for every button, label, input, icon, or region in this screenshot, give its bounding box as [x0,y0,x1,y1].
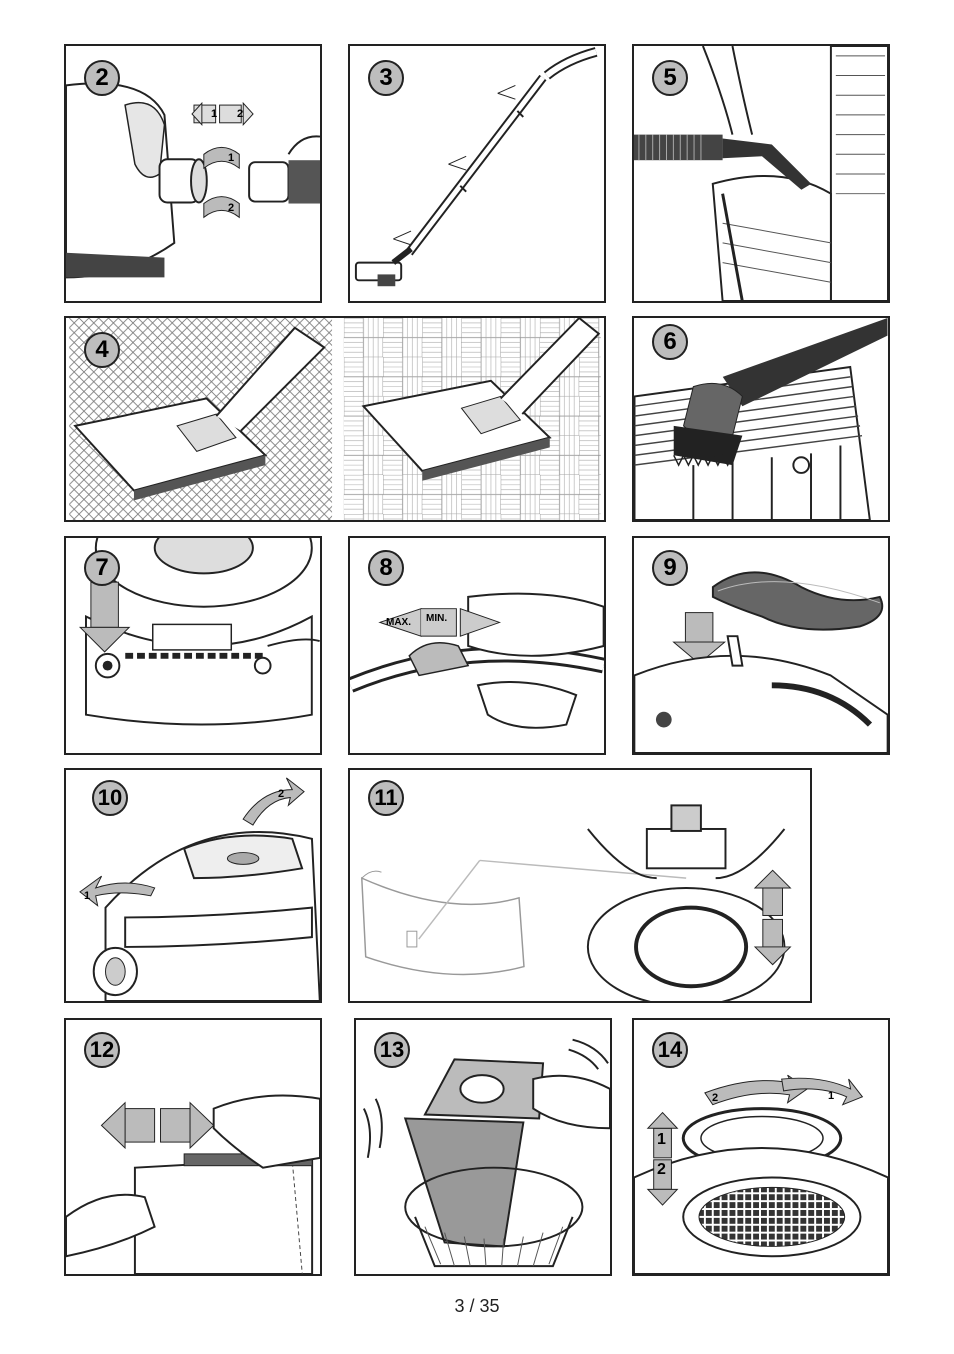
dust-bag-holder-slide-illustration [66,1094,320,1274]
min-label: MIN. [426,613,448,624]
page-number: 3 / 35 [454,1296,500,1316]
arrow-label-2: 2 [237,108,244,120]
step-number-badge: 14 [652,1032,688,1068]
rotate-label-1: 1 [828,1090,835,1102]
step-number-badge: 5 [652,60,688,96]
step-number-badge: 10 [92,780,128,816]
lift-label-2: 2 [657,1161,666,1178]
step-number-badge: 3 [368,60,404,96]
panel-8-suction-regulator: 8 MAX. MIN. [348,536,606,755]
panel-4-floor-nozzle: 4 [64,316,606,522]
step-number-badge: 12 [84,1032,120,1068]
vacuum-hose-connection-illustration [66,82,320,279]
step-number-badge: 2 [84,60,120,96]
rotate-label-1: 1 [228,152,235,164]
suction-regulator-handle-illustration [350,592,604,729]
panel-2-hose-connect: 2 1 2 1 2 [64,44,322,303]
panel-14-remove-filter: 14 2 1 1 2 [632,1018,890,1276]
rotate-label-2: 2 [228,202,235,214]
rotate-label-2: 2 [712,1092,719,1104]
floor-nozzle-carpet-and-hard-floor-illustration [69,318,601,520]
remove-filter-illustration [634,1074,888,1274]
remove-motor-unit-illustration [360,804,792,1001]
step-number-badge: 4 [84,332,120,368]
panel-7-power-button: 7 [64,536,322,755]
panel-10-open-cover: 10 1 2 [64,768,322,1003]
arrow-label-1: 1 [211,108,218,120]
step-number-badge: 9 [652,550,688,586]
max-label: MAX. [386,617,411,628]
open-lid-illustration [79,777,320,1001]
panel-9-cable-storage: 9 [632,536,890,755]
dusting-brush-books-illustration [634,318,888,520]
panel-13-remove-dust-bag: 13 [354,1018,612,1276]
step-number-badge: 7 [84,550,120,586]
step-label-2: 2 [278,788,285,800]
panel-6-dusting-brush: 6 [632,316,890,522]
step-number-badge: 13 [374,1032,410,1068]
step-number-badge: 11 [368,780,404,816]
step-label-1: 1 [84,890,91,902]
power-cable-storage-illustration [634,571,888,753]
panel-11-remove-motor-unit: 11 [348,768,812,1003]
remove-dust-bag-illustration [362,1038,610,1268]
lift-label-1: 1 [657,1131,666,1148]
telescopic-tube-illustration [354,47,598,287]
vacuum-power-button-illustration [66,538,320,753]
panel-12-dust-bag-holder: 12 [64,1018,322,1276]
step-number-badge: 6 [652,324,688,360]
panel-5-upholstery-nozzle: 5 [632,44,890,303]
panel-3-telescopic-tube: 3 [348,44,606,303]
upholstery-nozzle-illustration [634,46,888,301]
step-number-badge: 8 [368,550,404,586]
